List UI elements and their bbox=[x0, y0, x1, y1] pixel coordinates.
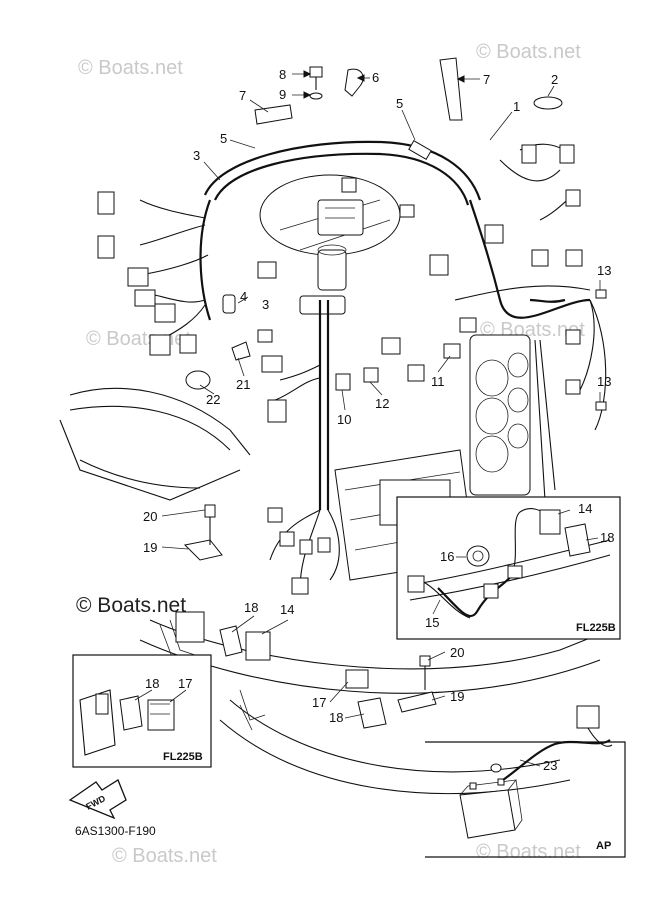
callout-21[interactable]: 21 bbox=[236, 377, 250, 392]
callout-9[interactable]: 9 bbox=[279, 87, 286, 102]
main-wire-harness bbox=[139, 140, 607, 591]
callout-14-inset[interactable]: 14 bbox=[578, 501, 592, 516]
callout-17-lower[interactable]: 17 bbox=[312, 695, 326, 710]
callout-23[interactable]: 23 bbox=[543, 758, 557, 773]
callout-6[interactable]: 6 bbox=[372, 70, 379, 85]
callout-13-top[interactable]: 13 bbox=[597, 263, 611, 278]
leader-lines bbox=[161, 73, 601, 767]
callout-19-left[interactable]: 19 bbox=[143, 540, 157, 555]
callout-3-top[interactable]: 3 bbox=[193, 148, 200, 163]
callout-18-inset-left[interactable]: 18 bbox=[145, 676, 159, 691]
watermark-top-left: © Boats.net bbox=[78, 57, 183, 79]
inset-battery-frame bbox=[425, 741, 626, 858]
callout-11[interactable]: 11 bbox=[431, 374, 445, 389]
callout-2[interactable]: 2 bbox=[551, 72, 558, 87]
callout-19-right[interactable]: 19 bbox=[450, 689, 464, 704]
callout-5-left[interactable]: 5 bbox=[220, 131, 227, 146]
watermark-bottom-right: © Boats.net bbox=[476, 841, 581, 863]
callout-20-left[interactable]: 20 bbox=[143, 509, 157, 524]
callout-5-right[interactable]: 5 bbox=[396, 96, 403, 111]
inset-battery: AP bbox=[425, 705, 626, 858]
connectors bbox=[97, 57, 607, 731]
callout-15[interactable]: 15 bbox=[425, 615, 439, 630]
fwd-arrow: FWD bbox=[68, 779, 127, 820]
callout-4[interactable]: 4 bbox=[240, 289, 247, 304]
callout-7-left[interactable]: 7 bbox=[239, 88, 246, 103]
watermark-bottom-left: © Boats.net bbox=[112, 845, 217, 867]
inset-right: FL225B bbox=[396, 496, 621, 640]
watermark-top-right: © Boats.net bbox=[476, 41, 581, 63]
callout-8[interactable]: 8 bbox=[279, 67, 286, 82]
diagram-code: 6AS1300-F190 bbox=[75, 824, 156, 838]
callout-20-right[interactable]: 20 bbox=[450, 645, 464, 660]
watermark-main: © Boats.net bbox=[76, 594, 186, 617]
callout-labels: 8 9 6 7 7 2 1 5 5 3 4 3 21 22 10 11 12 1… bbox=[143, 67, 614, 773]
inset-battery-label: AP bbox=[596, 840, 611, 852]
callout-18-lower[interactable]: 18 bbox=[244, 600, 258, 615]
callout-22[interactable]: 22 bbox=[206, 392, 220, 407]
arrow-heads bbox=[303, 70, 465, 99]
callout-10[interactable]: 10 bbox=[337, 412, 351, 427]
inset-left: FL225B bbox=[72, 654, 212, 768]
engine-block bbox=[59, 174, 611, 795]
callout-13-bottom[interactable]: 13 bbox=[597, 374, 611, 389]
callout-18-lower-right[interactable]: 18 bbox=[329, 710, 343, 725]
callout-17-inset-left[interactable]: 17 bbox=[178, 676, 192, 691]
callout-14-lower[interactable]: 14 bbox=[280, 602, 294, 617]
callout-7-right[interactable]: 7 bbox=[483, 72, 490, 87]
fwd-arrow-shape bbox=[68, 779, 127, 820]
inset-right-label: FL225B bbox=[576, 622, 616, 634]
callout-16[interactable]: 16 bbox=[440, 549, 454, 564]
inset-left-label: FL225B bbox=[163, 751, 203, 763]
callout-3-lower[interactable]: 3 bbox=[262, 297, 269, 312]
callout-12[interactable]: 12 bbox=[375, 396, 389, 411]
callout-18-inset[interactable]: 18 bbox=[600, 530, 614, 545]
callout-1[interactable]: 1 bbox=[513, 99, 520, 114]
